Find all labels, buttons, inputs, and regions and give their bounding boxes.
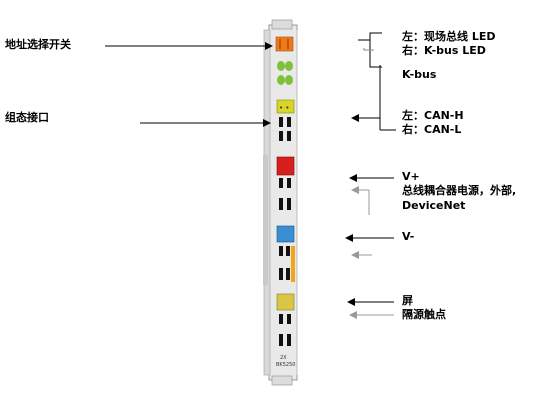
vminus-contacts — [276, 225, 295, 243]
led-bracket — [358, 32, 382, 68]
status-leds — [277, 61, 293, 85]
label-can-l: 右：CAN-L — [402, 123, 462, 136]
orange-stripe — [291, 246, 295, 282]
label-bus-power: 总线耦合器电源，外部, — [402, 184, 517, 197]
label-vplus: V+ — [402, 170, 420, 183]
device-label-bottom: BK5250 — [276, 362, 295, 368]
label-address-switch: 地址选择开关 — [5, 38, 71, 51]
label-kbus: K-bus — [402, 68, 437, 81]
label-vminus: V- — [402, 230, 415, 243]
shield-contacts — [276, 293, 295, 311]
label-can-h: 左：CAN-H — [402, 109, 464, 122]
svg-text:• •: • • — [279, 104, 289, 112]
label-kbus-led: 右：K-bus LED — [402, 44, 486, 57]
device-label-top: 2X — [280, 355, 287, 361]
label-devicenet: DeviceNet — [402, 199, 466, 212]
label-shield: 屏 — [402, 294, 413, 307]
side-latch — [263, 155, 268, 285]
label-config-interface: 组态接口 — [5, 111, 49, 124]
vplus-contacts — [276, 156, 295, 176]
can-contacts — [276, 99, 295, 114]
address-switch — [275, 36, 294, 52]
bus-coupler-module: • • — [263, 19, 298, 386]
label-fieldbus-led: 左：现场总线 LED — [402, 30, 496, 43]
label-isolated-contact: 隔源触点 — [402, 308, 446, 321]
